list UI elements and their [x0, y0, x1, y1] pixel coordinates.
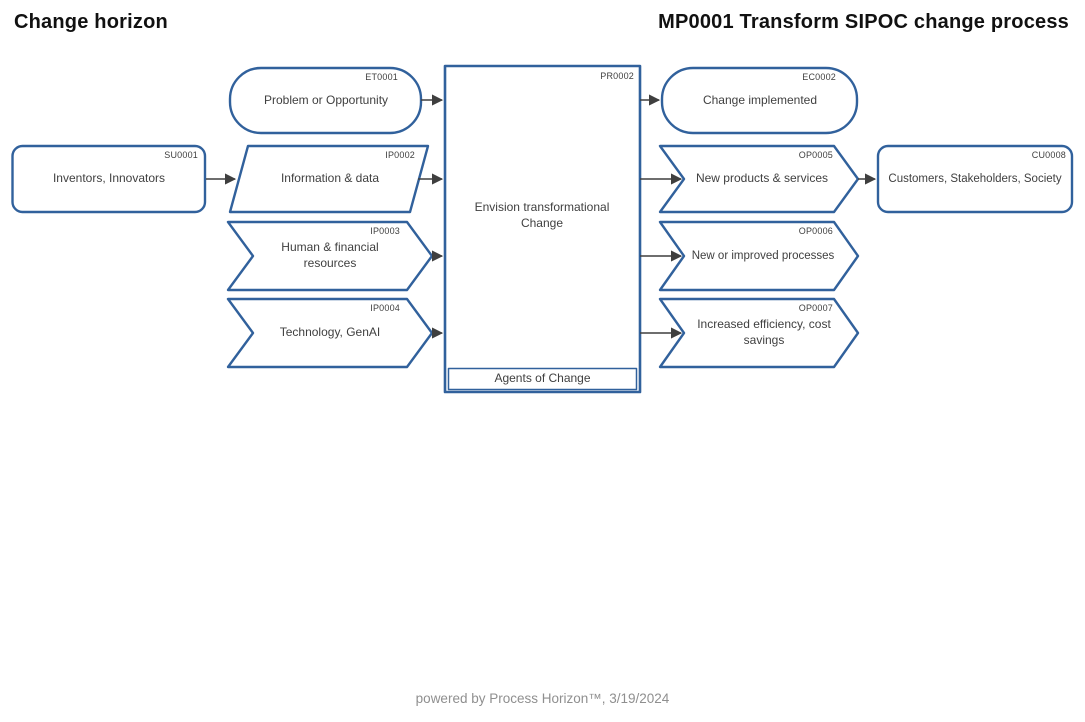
trigger-node-code: ET0001 [365, 72, 398, 82]
input-resources-node-shape[interactable] [226, 220, 434, 292]
process-node-shape[interactable] [443, 64, 642, 394]
input-data-node-label: Information & data [280, 171, 380, 186]
end-event-node-code: EC0002 [802, 72, 836, 82]
powered-by-footer: powered by Process Horizon™, 3/19/2024 [415, 691, 670, 706]
end-event-node-shape[interactable] [660, 66, 859, 135]
supplier-node-label: Inventors, Innovators [52, 171, 166, 186]
output-processes-node-label: New or improved processes [691, 249, 835, 262]
customer-node-shape[interactable] [876, 144, 1074, 214]
trigger-node-label: Problem or Opportunity [263, 92, 389, 107]
output-products-node-shape[interactable] [658, 144, 860, 214]
output-processes-node-shape[interactable] [658, 220, 860, 292]
supplier-node-shape[interactable] [11, 144, 207, 214]
output-efficiency-node-code: OP0007 [798, 303, 833, 313]
input-technology-node-code: IP0004 [370, 303, 400, 313]
process-node-label: Envision transformational Change [474, 200, 610, 230]
process-agents-band-shape[interactable] [447, 367, 638, 391]
output-efficiency-node-shape[interactable] [658, 297, 860, 369]
output-products-node-code: OP0005 [798, 150, 833, 160]
process-node-code: PR0002 [600, 71, 634, 81]
output-processes-node-code: OP0006 [798, 226, 833, 236]
input-data-node-shape[interactable] [228, 144, 430, 214]
output-efficiency-node-label: Increased efficiency, cost savings [697, 317, 831, 347]
customer-node-label: Customers, Stakeholders, Society [888, 172, 1062, 185]
output-products-node-label: New products & services [695, 171, 829, 186]
process-title: MP0001 Transform SIPOC change process [658, 11, 1069, 33]
end-event-node-label: Change implemented [702, 92, 818, 107]
input-technology-node-shape[interactable] [226, 297, 434, 369]
customer-node-code: CU0008 [1031, 150, 1066, 160]
supplier-node-code: SU0001 [164, 150, 198, 160]
input-data-node-code: IP0002 [385, 150, 415, 160]
process-agents-band-label: Agents of Change [494, 371, 591, 386]
input-resources-node-label: Human & financial resources [281, 240, 379, 270]
input-technology-node-label: Technology, GenAI [279, 325, 381, 340]
page-title: Change horizon [14, 11, 168, 33]
input-resources-node-code: IP0003 [370, 226, 400, 236]
